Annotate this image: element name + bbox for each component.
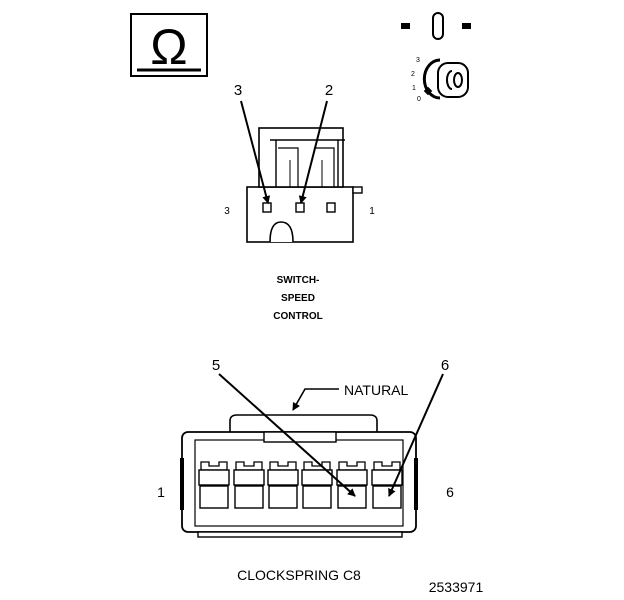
figure-number: 2533971 (429, 579, 484, 595)
connector-title: CLOCKSPRING C8 (237, 567, 361, 583)
connector-title-line3: CONTROL (273, 311, 322, 322)
pin-label-1: 1 (157, 484, 165, 500)
cavity-3 (262, 202, 272, 213)
ohmmeter-icon: Ω (130, 13, 208, 77)
pin-label-6: 6 (446, 484, 454, 500)
svg-text:Ω: Ω (150, 19, 187, 75)
svg-text:2: 2 (411, 71, 415, 78)
clockspring-c8-connector: 5 6 NATURAL (157, 357, 454, 583)
svg-text:0: 0 (417, 96, 421, 103)
cavity-2 (295, 202, 305, 213)
switch-speed-control-connector: 3 2 3 1 SWITCH- SPEED CONTROL (224, 82, 375, 322)
pin-label-1: 1 (369, 206, 375, 217)
terminal-4 (301, 461, 333, 509)
cavity-1 (326, 202, 336, 213)
terminal-1 (198, 461, 230, 509)
terminal-3 (267, 461, 299, 509)
terminal-6 (371, 461, 403, 509)
ignition-key-icon: 3 2 1 0 (411, 57, 469, 103)
svg-text:3: 3 (416, 57, 420, 64)
terminal-5 (336, 461, 368, 509)
color-label: NATURAL (344, 382, 409, 398)
callout-5: 5 (212, 357, 220, 374)
connector-title-line1: SWITCH- (277, 275, 320, 286)
pin-label-3: 3 (224, 206, 230, 217)
ignition-off-icon (401, 12, 471, 40)
callout-3: 3 (234, 82, 242, 99)
connector-title-line2: SPEED (281, 293, 315, 304)
callout-2: 2 (325, 82, 333, 99)
svg-text:1: 1 (412, 85, 416, 92)
terminal-2 (233, 461, 265, 509)
callout-6: 6 (441, 357, 449, 374)
